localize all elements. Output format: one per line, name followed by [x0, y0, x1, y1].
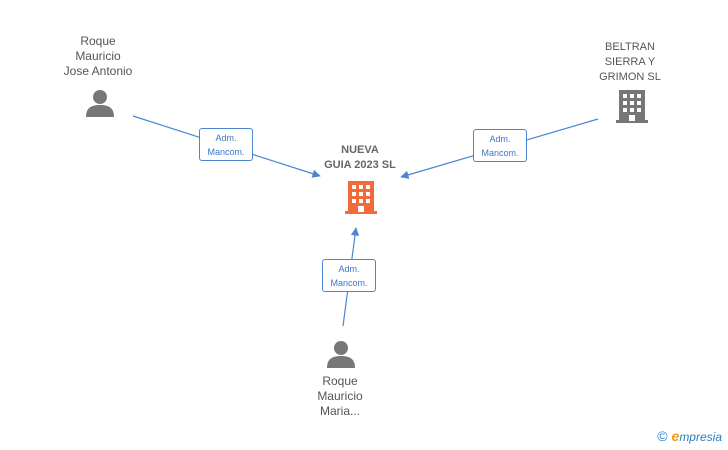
edge-label-bottom[interactable]: Adm. Mancom.	[322, 259, 376, 292]
copyright-symbol: ©	[657, 428, 668, 444]
edge-label-line1: Adm.	[215, 133, 237, 143]
edge-label-line2: Mancom.	[330, 278, 368, 288]
building-icon[interactable]	[616, 89, 648, 123]
node-label-top-right[interactable]: BELTRAN SIERRA Y GRIMON SL	[599, 41, 661, 83]
person-icon[interactable]	[326, 339, 356, 369]
node-label-bottom[interactable]: Roque Mauricio Maria...	[317, 374, 363, 418]
brand-watermark: ©empresia	[657, 428, 722, 444]
node-label-center[interactable]: NUEVA GUIA 2023 SL	[324, 144, 396, 171]
node-label-top-left[interactable]: Roque Mauricio Jose Antonio	[63, 34, 133, 78]
edge-label-top-right[interactable]: Adm. Mancom.	[473, 129, 527, 162]
edge-label-line2: Mancom.	[481, 148, 519, 158]
building-icon[interactable]	[345, 180, 377, 214]
person-icon[interactable]	[85, 88, 115, 118]
edge-label-line2: Mancom.	[207, 147, 245, 157]
edge-label-line1: Adm.	[338, 264, 360, 274]
edge-label-line1: Adm.	[489, 134, 511, 144]
brand-name: mpresia	[679, 430, 722, 444]
brand-logo-letter: e	[671, 428, 680, 444]
edge-label-top-left[interactable]: Adm. Mancom.	[199, 128, 253, 161]
